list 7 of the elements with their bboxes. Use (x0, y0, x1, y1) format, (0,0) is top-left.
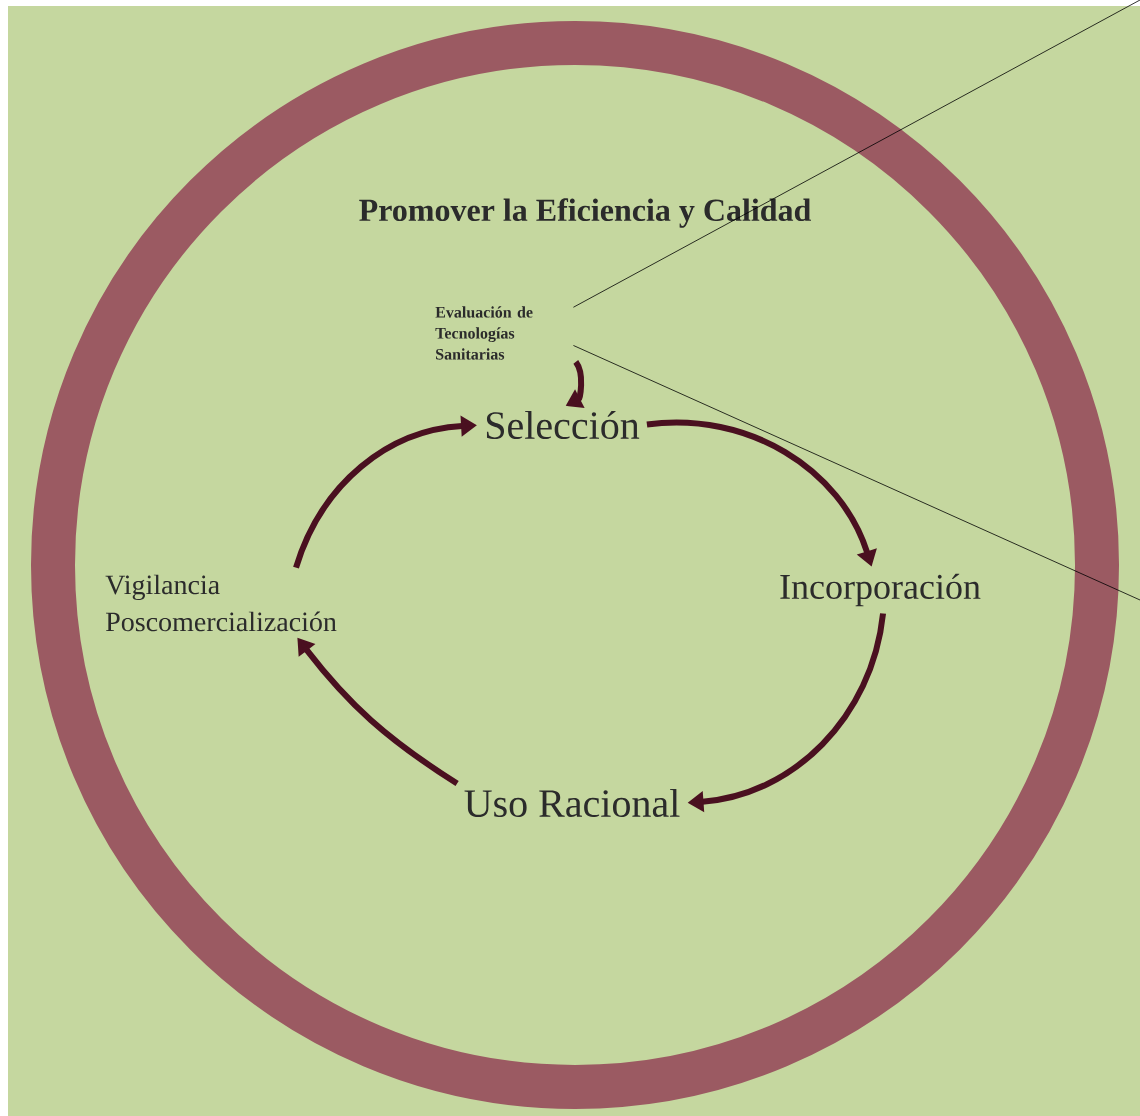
label: Uso Racional (464, 788, 680, 818)
label: Vigilancia Poscomercialización (105, 574, 337, 632)
label: Incorporación (780, 573, 981, 607)
label: Selección (486, 410, 640, 440)
label: Evaluación de Tecnologías Sanitarias (435, 306, 533, 360)
leader-line (573, 345, 1140, 601)
leader-line (573, 0, 1140, 308)
